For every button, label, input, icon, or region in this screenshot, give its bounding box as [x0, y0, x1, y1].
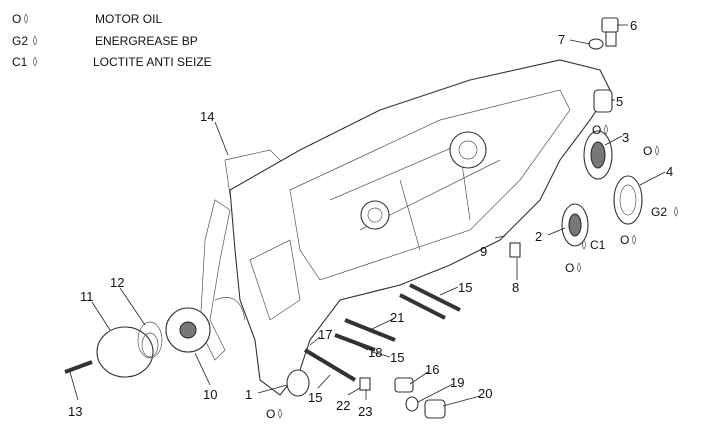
callout-label: 1: [245, 387, 252, 402]
oil-seal: [613, 175, 643, 225]
crankcase-half: [214, 59, 611, 396]
drop-icon: [674, 206, 678, 217]
oil-symbol: O: [266, 407, 275, 421]
callout-label: 5: [616, 94, 623, 109]
callout-label: 3: [622, 130, 629, 145]
drop-icon: [582, 239, 586, 250]
bolts: [286, 283, 461, 419]
legend: O MOTOR OIL G2 ENERGREASE BP C1 LOCTITE …: [12, 12, 212, 69]
lubricant-symbols: O O G2 C1 O O O: [266, 123, 678, 421]
plug-thread: [605, 31, 617, 47]
legend-code: C1: [12, 55, 28, 69]
washer: [588, 38, 604, 50]
oil-symbol: O: [620, 233, 629, 247]
filter-cover: [96, 326, 154, 378]
legend-label: MOTOR OIL: [95, 12, 162, 26]
drop-icon: [604, 124, 608, 135]
callout-label: 13: [68, 404, 82, 419]
drop-icon: [655, 145, 659, 156]
o-ring: [137, 321, 163, 359]
callout-label: 4: [666, 164, 673, 179]
callout-label: 8: [512, 280, 519, 295]
loctite-symbol: C1: [590, 238, 606, 252]
callout-label: 7: [558, 32, 565, 47]
callout-label: 15: [458, 280, 472, 295]
callout-label: 18: [368, 345, 382, 360]
parts-left: [64, 307, 211, 378]
bearing-boss: [449, 131, 487, 169]
legend-label: ENERGREASE BP: [95, 34, 198, 48]
callout-label: 10: [203, 387, 217, 402]
drop-icon: [632, 234, 636, 245]
dowel-pin: [509, 242, 521, 258]
bushing: [593, 89, 613, 113]
drop-icon: [577, 262, 581, 273]
grease-symbol: G2: [651, 205, 667, 219]
oil-symbol: O: [592, 123, 601, 137]
callout-label: 11: [80, 289, 94, 304]
callout-label: 2: [535, 229, 542, 244]
legend-code: G2: [12, 34, 28, 48]
drop-icon: [278, 408, 282, 419]
drop-icon: [33, 35, 37, 46]
callout-label: 17: [318, 327, 332, 342]
o-ring: [405, 396, 419, 412]
legend-code: O: [12, 12, 21, 26]
callouts: 6 7 5 3 4 2 9 8 15 21 14 12 11 17 18 15 …: [68, 18, 673, 419]
drain-plug: [601, 17, 619, 33]
bearing-boss: [360, 200, 390, 230]
spring-cap: [394, 377, 414, 393]
drop-icon: [33, 56, 37, 67]
callout-label: 6: [630, 18, 637, 33]
parts-right: [494, 17, 643, 258]
callout-label: 15: [308, 390, 322, 405]
legend-label: LOCTITE ANTI SEIZE: [93, 55, 212, 69]
plug: [424, 399, 446, 419]
oil-symbol: O: [643, 144, 652, 158]
leader-lines: [69, 24, 666, 407]
callout-label: 15: [390, 350, 404, 365]
seal: [286, 369, 310, 397]
callout-label: 21: [390, 310, 404, 325]
callout-label: 14: [200, 109, 214, 124]
callout-label: 12: [110, 275, 124, 290]
spring: [359, 377, 371, 391]
drop-icon: [24, 13, 28, 24]
oil-symbol: O: [565, 261, 574, 275]
callout-label: 20: [478, 386, 492, 401]
callout-label: 19: [450, 375, 464, 390]
callout-label: 16: [425, 362, 439, 377]
callout-label: 22: [336, 398, 350, 413]
callout-label: 23: [358, 404, 372, 419]
callout-label: 9: [480, 244, 487, 259]
